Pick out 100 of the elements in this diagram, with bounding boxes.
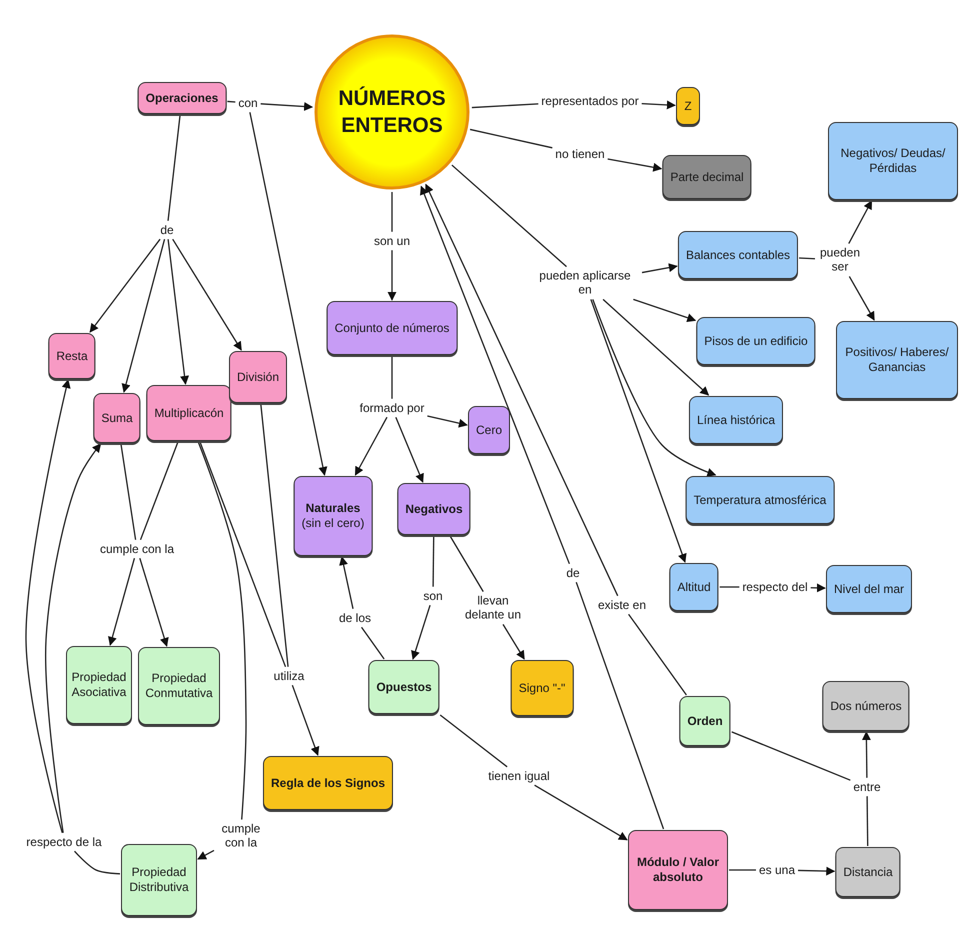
- connector-line: [361, 626, 385, 660]
- connector-line: [391, 356, 393, 399]
- connector-arrow: [122, 239, 166, 393]
- connector-line: [470, 128, 552, 148]
- connector-line: [729, 869, 756, 871]
- concept-label: Negativos/ Deudas/ Pérdidas: [840, 146, 946, 176]
- concept-box: [686, 476, 834, 524]
- main-concept-circle: [313, 33, 471, 191]
- concept-label: Pisos de un edificio: [704, 334, 808, 348]
- concept-label: Signo "-": [518, 680, 566, 696]
- concept-label: Orden: [687, 714, 723, 728]
- concept-label: Opuestos: [376, 680, 432, 694]
- connector-line: [472, 103, 538, 108]
- connector-arrow: [642, 263, 678, 274]
- concept-label: (sin el cero): [302, 516, 364, 531]
- connector-arrow: [249, 112, 328, 476]
- connector-arrow: [425, 184, 618, 596]
- concept-label: Balances contables: [686, 248, 790, 262]
- connector-arrow: [420, 186, 570, 564]
- connector-arrow: [25, 379, 71, 833]
- connector-line: [74, 850, 120, 874]
- connector-line: [167, 114, 181, 221]
- connector-line: [260, 404, 289, 667]
- concept-box: [468, 406, 510, 454]
- connector-arrow: [108, 558, 136, 646]
- concept-box: [510, 660, 574, 716]
- concept-label: Multiplicacón: [154, 406, 224, 420]
- connector-arrow: [592, 299, 716, 477]
- connector-line: [720, 586, 740, 588]
- concept-label: Temperatura atmosférica: [694, 492, 826, 508]
- concept-label: Altitud: [677, 580, 711, 594]
- connector-line: [731, 731, 851, 781]
- connector-arrow: [339, 556, 354, 609]
- connector-line: [120, 444, 136, 540]
- concept-box: [679, 696, 731, 746]
- concept-label: Propiedad Asociativa: [72, 670, 126, 700]
- connector-arrow: [502, 624, 525, 660]
- connector-arrow: [395, 416, 424, 483]
- concept-box: [835, 847, 901, 897]
- concept-label: División: [237, 370, 279, 384]
- connector-arrow: [848, 200, 872, 244]
- concept-box: [828, 122, 958, 200]
- connector-arrow: [590, 299, 687, 563]
- connector-arrow: [427, 415, 468, 428]
- concept-label: Módulo / Valor absoluto: [636, 855, 720, 885]
- connector-arrow: [90, 238, 161, 333]
- connector-arrow: [810, 583, 826, 592]
- concept-box: [138, 647, 220, 725]
- concept-box: [138, 82, 226, 114]
- connector-arrow: [798, 866, 836, 876]
- connector-arrow: [862, 731, 871, 778]
- connector-line: [198, 442, 247, 820]
- concept-box: [397, 483, 471, 535]
- concept-box: [669, 563, 719, 611]
- concept-label: Z: [684, 98, 692, 114]
- connector-line: [628, 614, 687, 696]
- connector-arrow: [167, 239, 190, 385]
- concept-label: Parte decimal: [670, 170, 744, 184]
- concept-box: [93, 393, 141, 443]
- concept-box: [826, 565, 912, 613]
- connector-arrow: [45, 443, 102, 833]
- connector-line: [866, 796, 868, 846]
- concept-box: [326, 301, 458, 355]
- concept-box: [836, 321, 958, 399]
- concept-box: [822, 681, 910, 731]
- connector-arrow: [172, 238, 242, 351]
- concept-box: [66, 646, 132, 724]
- concept-box: [146, 385, 232, 441]
- connector-arrow: [633, 298, 696, 322]
- connector-line: [391, 192, 393, 232]
- concept-label: NÚMEROS ENTEROS: [337, 85, 447, 139]
- concept-label: Suma: [101, 410, 133, 426]
- concept-box: [676, 87, 700, 125]
- connector-line: [451, 164, 567, 268]
- concept-label: Línea histórica: [696, 412, 776, 428]
- connector-arrow: [354, 416, 388, 476]
- connector-arrow: [642, 100, 676, 110]
- connector-arrow: [260, 102, 314, 111]
- concept-box: [48, 333, 96, 379]
- connector-line: [440, 714, 508, 768]
- connector-arrow: [411, 605, 431, 660]
- concept-box: [368, 660, 440, 714]
- connector-arrow: [848, 276, 875, 321]
- concept-box: [628, 830, 728, 910]
- connector-arrow: [197, 850, 214, 860]
- connector-line: [199, 442, 286, 668]
- concept-label: Distancia: [843, 864, 893, 880]
- concept-label: Propiedad Distributiva: [129, 865, 189, 895]
- concept-box: [262, 756, 394, 810]
- concept-label: Propiedad Conmutativa: [145, 671, 213, 701]
- connector-line: [432, 536, 434, 587]
- concept-label: Positivos/ Haberes/ Ganancias: [844, 345, 950, 375]
- concept-box: [688, 396, 784, 444]
- concept-box: [229, 351, 287, 403]
- concept-label: Regla de los Signos: [270, 776, 386, 790]
- concept-label: Resta: [56, 348, 88, 364]
- concept-label: Naturales: [306, 501, 360, 516]
- connector-arrow: [534, 784, 628, 840]
- connector-arrow: [388, 250, 396, 301]
- concept-label: Negativos: [405, 502, 463, 516]
